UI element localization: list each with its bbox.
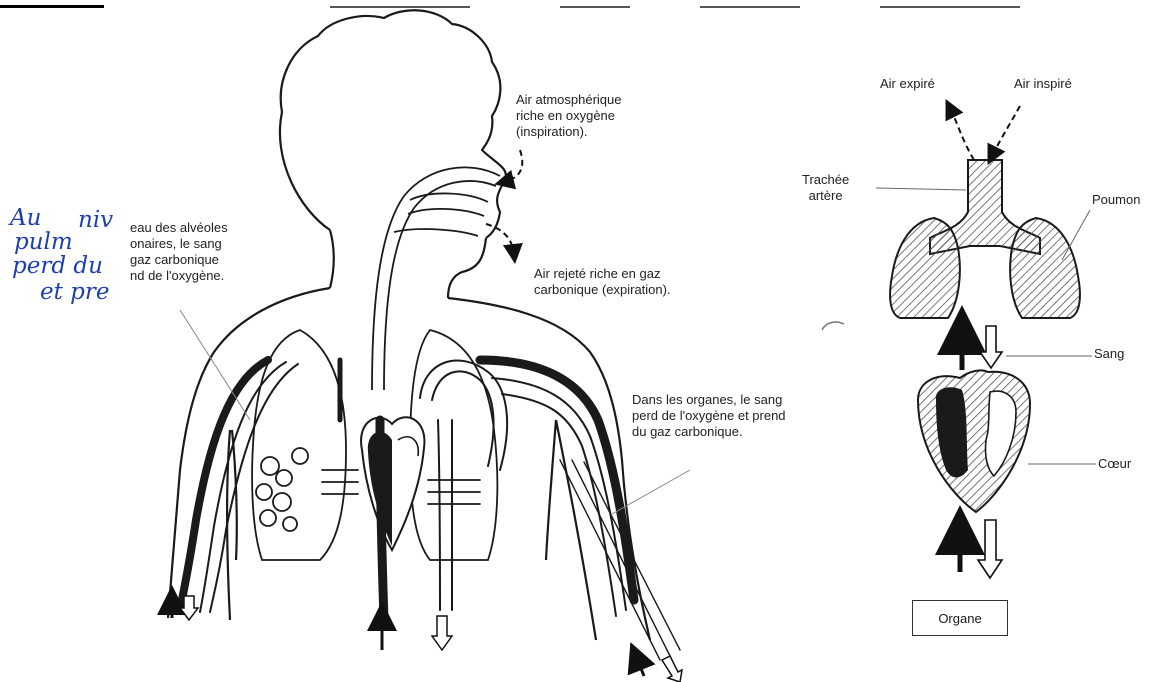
handwriting-line-2: pulm	[14, 230, 73, 254]
handwriting-line-1a: Au	[10, 206, 41, 230]
label-trachee: Trachée artère	[802, 172, 849, 204]
handwriting-line-3: perd du	[12, 254, 103, 278]
label-organes: Dans les organes, le sang perd de l'oxyg…	[632, 392, 786, 440]
label-air-expire: Air expiré	[880, 76, 935, 92]
label-poumon: Poumon	[1092, 192, 1140, 208]
blood-vessels	[180, 360, 680, 660]
label-alveoles: eau des alvéoles onaires, le sang gaz ca…	[130, 220, 228, 284]
label-organe: Organe	[938, 611, 981, 626]
flow-arrows-left	[172, 596, 682, 682]
heart-left-figure	[361, 417, 424, 550]
label-air-in: Air atmosphérique riche en oxygène (insp…	[516, 92, 622, 140]
label-air-inspire: Air inspiré	[1014, 76, 1072, 92]
organe-box: Organe	[912, 600, 1008, 636]
right-schematic	[822, 106, 1096, 578]
label-air-out: Air rejeté riche en gaz carbonique (expi…	[534, 266, 671, 298]
handwriting-line-4: et pre	[40, 280, 110, 304]
breath-arrows	[486, 150, 522, 254]
label-sang: Sang	[1094, 346, 1124, 362]
label-coeur: Cœur	[1098, 456, 1131, 472]
handwriting-line-1b: niv	[78, 208, 113, 232]
